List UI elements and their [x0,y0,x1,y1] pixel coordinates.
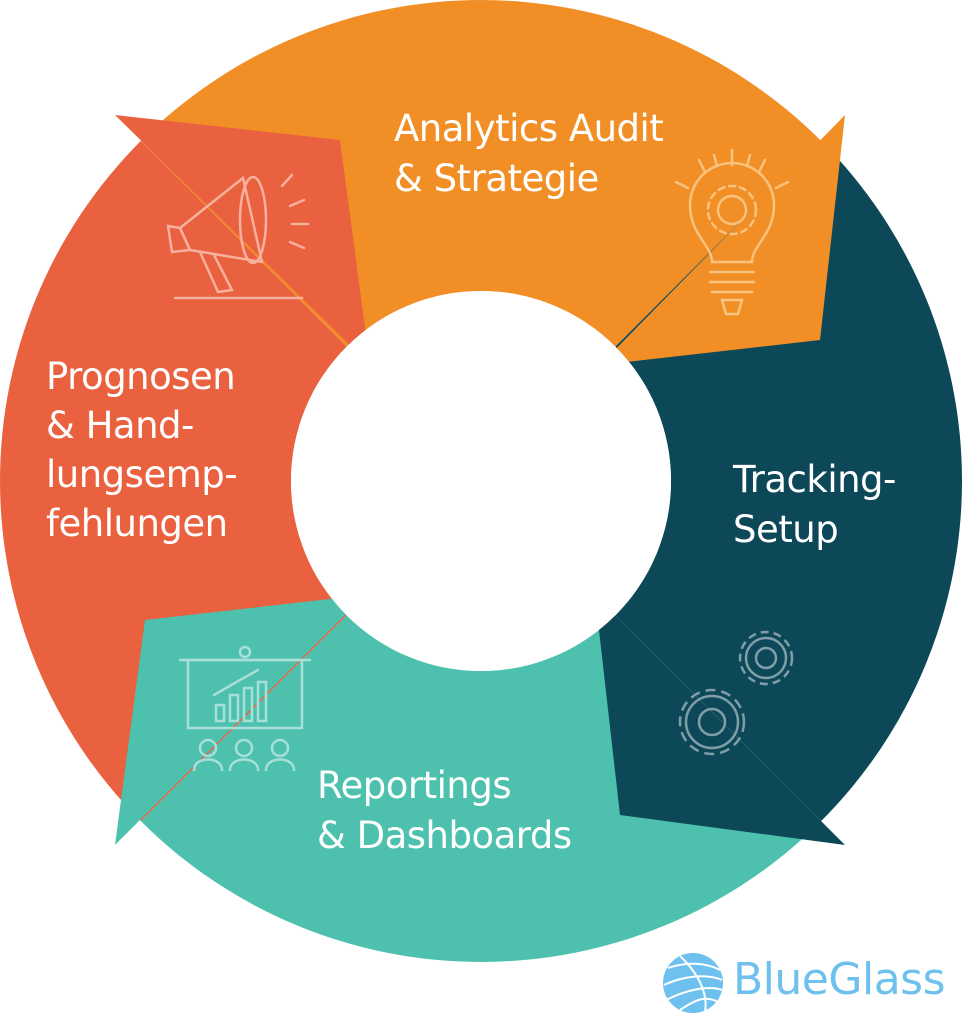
brand-logo-text: BlueGlass [733,954,946,1005]
step-label-prognosen: Prognosen & Hand- lungsemp- fehlungen [46,352,238,548]
center-hole [291,291,671,671]
segment-reportings-arrowhead [115,595,365,845]
segment-tracking-setup-arrowhead [595,595,845,845]
label-line: & Strategie [394,157,599,200]
step-label-reportings: Reportings & Dashboards [317,761,572,861]
gears-icon [678,630,794,756]
label-line: Reportings [317,764,512,807]
label-line: lungsemp- [46,453,238,496]
segment-analytics-audit-arrowhead [600,115,845,365]
step-label-analytics-audit: Analytics Audit & Strategie [394,104,664,204]
label-line: Prognosen [46,355,236,398]
label-line: Tracking- [733,458,896,501]
megaphone-icon [166,173,310,300]
label-line: Analytics Audit [394,107,664,150]
label-line: & Hand- [46,404,194,447]
presentation-chart-icon [178,645,312,772]
label-line: Setup [733,508,839,551]
label-line: fehlungen [46,502,228,545]
globe-icon [663,953,723,1013]
lightbulb-gear-icon [674,148,790,316]
step-label-tracking-setup: Tracking- Setup [733,455,896,555]
label-line: & Dashboards [317,814,572,857]
